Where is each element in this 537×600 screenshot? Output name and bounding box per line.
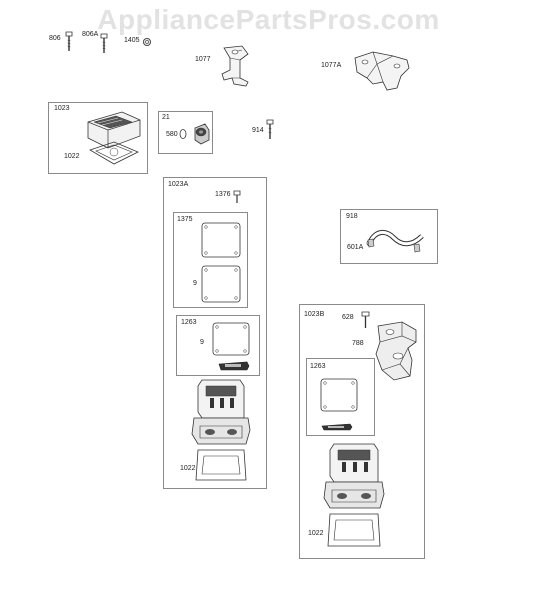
label-1022-a: 1022 — [64, 153, 80, 160]
screw-806A-icon — [99, 33, 109, 55]
label-1077A: 1077A — [321, 62, 342, 69]
label-1376: 1376 — [215, 191, 231, 198]
label-1023: 1023 — [54, 105, 70, 112]
screw-806-icon — [64, 31, 74, 53]
gasket-1375-upper-icon — [201, 222, 241, 258]
box-1023 — [48, 102, 148, 174]
cylinder-head-1022-a-icon — [190, 378, 252, 484]
label-1263-b: 1263 — [310, 363, 326, 370]
label-9-b: 9 — [200, 339, 204, 346]
box-1263-a — [176, 315, 260, 376]
screw-1376-icon — [233, 190, 241, 204]
label-1023A: 1023A — [168, 181, 189, 188]
bracket-1077A-icon — [353, 50, 411, 92]
label-601A: 601A — [347, 244, 364, 251]
label-1375: 1375 — [177, 216, 193, 223]
watermark: AppliancePartsPros.com — [97, 4, 440, 35]
cylinder-head-1022-b-icon — [322, 442, 388, 550]
clamp-601A-left-icon — [367, 238, 375, 248]
label-1023B: 1023B — [304, 311, 325, 318]
bracket-1077-icon — [218, 44, 254, 88]
label-806: 806 — [49, 35, 61, 42]
label-918: 918 — [346, 213, 358, 220]
gasket-1375-lower-icon — [201, 265, 241, 303]
bracket-788-icon — [372, 320, 420, 382]
breather-a-icon — [217, 360, 251, 372]
label-1263-a: 1263 — [181, 319, 197, 326]
label-628: 628 — [342, 314, 354, 321]
label-1405: 1405 — [124, 37, 140, 44]
breather-b-icon — [320, 422, 354, 432]
label-580: 580 — [166, 131, 178, 138]
box-1375 — [173, 212, 248, 308]
box-1263-b — [306, 358, 375, 436]
o-ring-580-icon — [178, 128, 188, 140]
gasket-1263-b-icon — [320, 378, 358, 412]
label-1022-c: 1022 — [308, 530, 324, 537]
box-1023A — [163, 177, 267, 489]
gasket-1263-a-icon — [212, 322, 250, 356]
washer-1405-icon — [142, 37, 152, 47]
label-1022-b: 1022 — [180, 465, 196, 472]
label-806A: 806A — [82, 31, 99, 38]
box-918 — [340, 209, 438, 264]
screw-628-icon — [361, 311, 370, 329]
screw-914-icon — [265, 119, 275, 141]
label-9-a: 9 — [193, 280, 197, 287]
label-1077: 1077 — [195, 56, 211, 63]
label-21: 21 — [162, 114, 170, 121]
box-1023B — [299, 304, 425, 559]
cylinder-head-1023-icon — [84, 108, 144, 170]
clamp-601A-right-icon — [413, 243, 421, 253]
part-21-icon — [191, 122, 211, 146]
label-914: 914 — [252, 127, 264, 134]
label-788: 788 — [352, 340, 364, 347]
box-21 — [158, 111, 213, 154]
